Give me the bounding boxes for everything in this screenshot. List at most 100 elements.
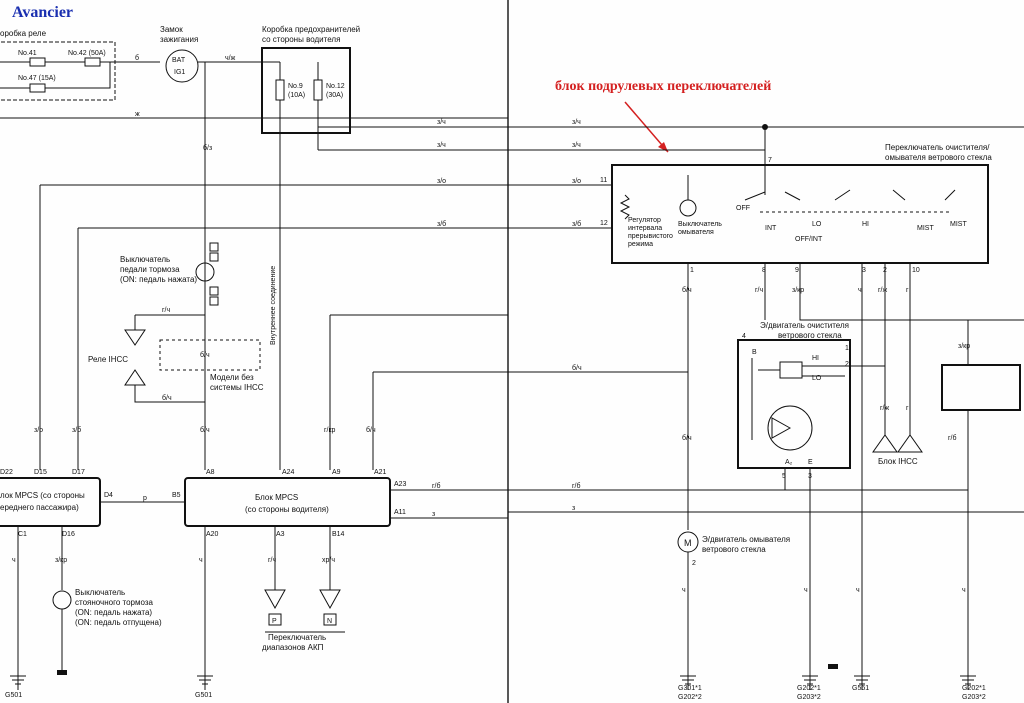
wire-label: хр/ч [322,557,335,564]
ground-g202-c: G202*1 [962,685,986,692]
washer-motor-m: M [684,538,692,548]
wire-label: г [906,287,909,294]
wire-label: г [906,405,909,412]
ground-g501-a: G501 [5,692,22,699]
wire-label: ч [856,587,860,594]
fuse-9 [275,79,285,101]
wire-label: ч [962,587,966,594]
ground-g202-a: G202*2 [678,694,702,701]
internal-connection-label: Внутреннее соединение [270,266,277,345]
ground-g202-b: G202*1 [797,685,821,692]
akp-p-box [268,613,282,626]
wiper-motor-block [737,339,851,469]
pin-2-washer: 2 [692,560,696,567]
fusebox-label-1: Коробка предохранителей [262,25,360,34]
fuse-47-label: No.47 (15A) [18,75,56,82]
brake-switch-label-2: педали тормоза [120,265,180,274]
models-label-1: Модели без [210,373,254,382]
wire-label: з/о [34,427,43,434]
ihcc-optional-box [159,339,261,371]
wiper-cam-contact [771,417,792,439]
wire-label: б [135,54,139,62]
mpcs-driver-label-1: Блок MPCS [255,493,298,502]
fuse-41 [29,57,46,67]
pin-1-motor: 1 [845,345,849,352]
switch-contacts [687,165,956,201]
pin-4: 4 [742,333,746,340]
pin-12: 12 [600,220,608,227]
ignition-label-2: зажигания [160,35,198,44]
mpcs-passenger-label-2: ереднего пассажира) [0,503,79,512]
ground-g203-b: G203*2 [962,694,986,701]
regulator-label-4: режима [628,241,653,248]
wire-label: з/кр [792,287,804,294]
pin-e: E [808,459,813,466]
wire-label: з/ч [572,142,581,149]
park-label-2: стояночного тормоза [75,598,153,607]
pos-hi: HI [862,221,869,228]
brand-title: Avancier [12,4,73,21]
brake-switch-label-3: (ON: педаль нажата) [120,275,197,284]
fuse-line-47 [0,62,111,89]
connector-d16: D16 [62,531,75,538]
washer-switch-label-2: омывателя [678,229,714,236]
akp-p-label: P [272,618,277,625]
wire-label: з/б [572,220,581,228]
switch-label-2: омывателя ветрового стекла [885,153,992,162]
washer-motor-label-1: Э/двигатель омывателя [702,535,790,544]
wire-label: г/б [432,482,441,490]
mpcs-driver-block [184,477,391,527]
fusebox-lines [279,62,319,150]
wire-label: ч/ж [225,55,236,62]
wire-gkr [329,314,508,470]
wire-label: з/б [437,220,446,228]
pos-mist-1: MIST [917,225,934,232]
wire-label: г/ч [755,287,763,294]
pin-3: 3 [862,267,866,274]
connector-a23: A23 [394,481,407,488]
pin-7: 7 [768,157,772,164]
washer-motor-label-2: ветрового стекла [702,545,766,554]
ground-icon [960,675,976,685]
connector-a11: A11 [394,509,406,516]
wire-label: б/ч [572,364,582,372]
wire-label: г/ч [268,557,276,564]
chassis-ground-icon [828,664,838,669]
connector-d15: D15 [34,469,47,476]
brake-pin-2 [209,252,219,262]
wire-label: р [143,495,147,502]
akp-n-diode [319,589,341,610]
connector-b5: B5 [172,492,181,499]
ground-icon [680,675,696,685]
wiper-motor-wires [751,358,885,440]
wiper-motor-label-2: ветрового стекла [778,331,842,340]
ihcc-diode-1 [872,434,898,453]
wire-label: г/б [948,434,957,442]
park-label-1: Выключатель [75,588,125,597]
pin-2-motor: 2 [845,361,849,368]
fuse-12 [313,79,323,101]
relay-box [0,41,116,101]
akp-p-diode [264,589,286,610]
wire-junction [764,126,1024,165]
wire-label: ч [804,587,808,594]
relay-ihcc-diode-2 [124,369,146,386]
akp-n-box [323,613,337,626]
fuse-41-label: No.41 [18,50,37,57]
wire-label: з/о [437,178,446,185]
brake-pin-3 [209,286,219,296]
pin-5: 5 [782,473,786,480]
wire-label: г/ж [878,287,887,294]
connector-c1: C1 [18,531,27,538]
models-label-2: системы IHCC [210,383,264,392]
connector-b14: B14 [332,531,345,538]
park-label-3: (ON: педаль нажата) [75,608,152,617]
relay-ihcc-diode-1 [124,329,146,346]
washer-switch-icon [679,199,697,217]
ignition-label-1: Замок [160,25,183,34]
park-brake-switch-icon [52,590,72,610]
wire-bch-relay [134,385,205,403]
mpcs-passenger-block [0,477,101,527]
